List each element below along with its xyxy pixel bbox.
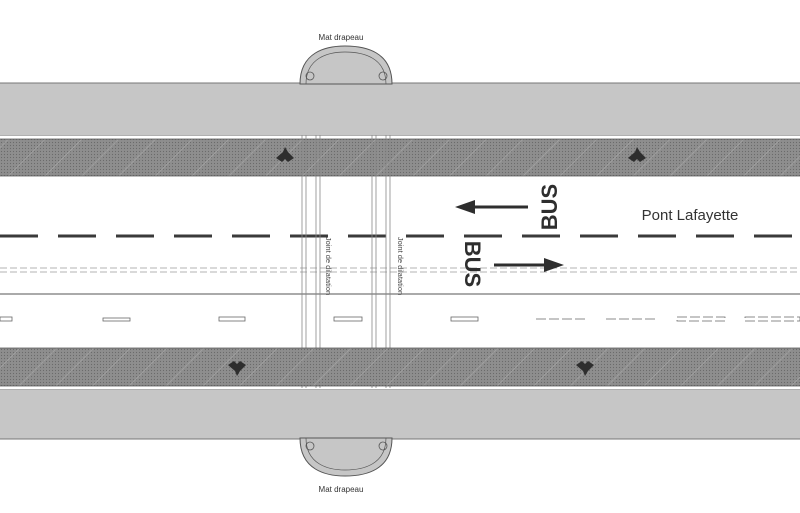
bridge-name-label: Pont Lafayette [642, 207, 739, 224]
flag-mast-top-label: Mat drapeau [319, 33, 364, 42]
arrow-icon [494, 258, 564, 272]
expansion-joint-left-label: Joint de dilatation [324, 237, 333, 295]
bicycle-icon [628, 147, 646, 162]
flag-mast-bottom [299, 437, 393, 477]
expansion-joint-left [301, 135, 321, 388]
bicycle-icon [276, 147, 294, 162]
flag-mast-bottom-label: Mat drapeau [319, 485, 364, 494]
bus-marking-lower: BUS [460, 241, 485, 287]
bus-marking-upper: BUS [537, 184, 562, 230]
bottom-bike-lane [0, 347, 800, 387]
expansion-joint-right [371, 135, 391, 388]
expansion-joint-right-label: Joint de dilatation [396, 237, 405, 295]
flag-mast-top [299, 45, 393, 85]
lane-markers [0, 316, 800, 322]
bottom-sidewalk [0, 389, 800, 440]
top-bike-lane [0, 138, 800, 177]
bicycle-icon [576, 361, 594, 376]
top-sidewalk [0, 82, 800, 136]
arrow-icon [455, 200, 528, 214]
bicycle-icon [228, 361, 246, 376]
roadway [0, 177, 800, 346]
